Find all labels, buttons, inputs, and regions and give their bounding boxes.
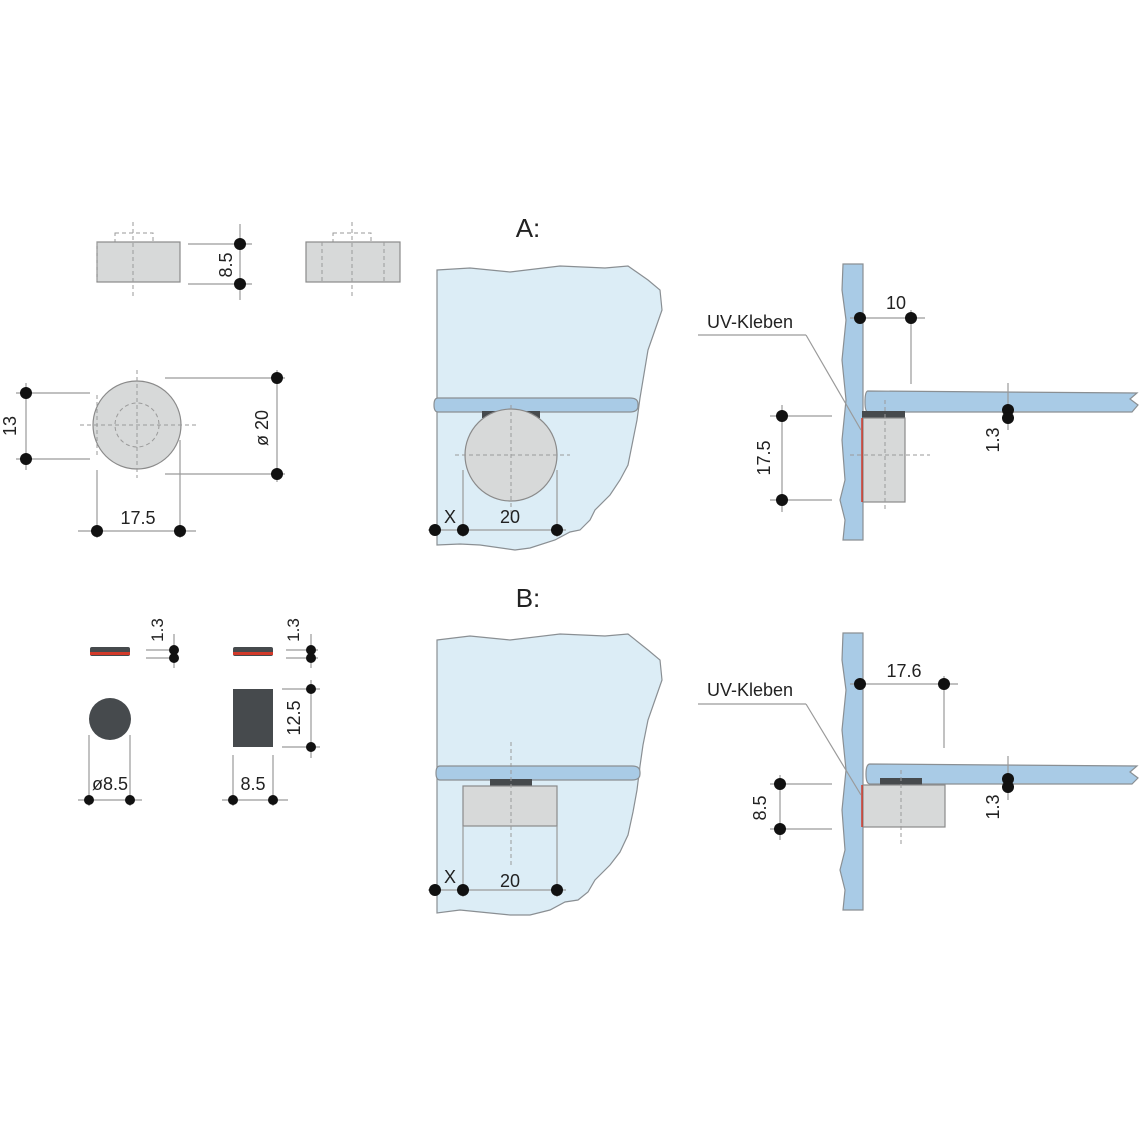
dimension-dot-icon	[776, 494, 788, 506]
glass-shelf	[433, 397, 639, 413]
adhesive-pad-rect: 1.3 12.5 8.5	[222, 618, 320, 806]
adhesive-pad	[880, 778, 922, 785]
section-b-front-view: X 20	[428, 633, 663, 916]
dim-label-b-17-6: 17.6	[886, 661, 921, 681]
dimension-dot-icon	[429, 884, 441, 896]
dim-label-b-x: X	[444, 867, 456, 887]
dim-label-top-height: 8.5	[216, 252, 236, 277]
dimension-dot-icon	[551, 884, 563, 896]
section-a-front-view: X 20	[428, 265, 663, 551]
dimension-dot-icon	[20, 387, 32, 399]
dimension-circle-17-5: 17.5	[78, 440, 196, 538]
section-a-heading: A:	[516, 213, 541, 243]
pad-rect-face	[233, 689, 273, 747]
dimension-dot-icon	[84, 795, 94, 805]
dimension-dot-icon	[551, 524, 563, 536]
dimension-dot-icon	[169, 645, 179, 655]
clip-body	[96, 241, 181, 283]
dimension-dot-icon	[306, 742, 316, 752]
dimension-dot-icon	[234, 238, 246, 250]
clip-body	[462, 785, 558, 827]
dim-label-a-1-3: 1.3	[983, 427, 1003, 452]
dimension-dot-icon	[306, 645, 316, 655]
section-b-side-view: UV-Kleben 17.6 8.5 1.3	[698, 632, 1139, 911]
clip-front-view	[80, 370, 196, 478]
uv-leader-line	[805, 703, 862, 796]
dimension-circle-13: 13	[0, 383, 90, 470]
dim-label-b-8-5: 8.5	[750, 795, 770, 820]
uv-kleben-label-b: UV-Kleben	[707, 680, 793, 700]
dim-label-b-20: 20	[500, 871, 520, 891]
dim-label-pad-12-5: 12.5	[284, 700, 304, 735]
glass-shelf	[435, 765, 641, 781]
dimension-dot-icon	[125, 795, 135, 805]
dimension-dot-icon	[306, 684, 316, 694]
dimension-dot-icon	[234, 278, 246, 290]
adhesive-pad-round: 1.3 ø8.5	[78, 618, 179, 806]
pad-round-face	[89, 698, 131, 740]
dim-label-a-17-5: 17.5	[754, 440, 774, 475]
glass-shelf	[865, 763, 1139, 785]
dimension-dot-icon	[268, 795, 278, 805]
dimension-dot-icon	[91, 525, 103, 537]
dimension-dot-icon	[457, 884, 469, 896]
dimension-dot-icon	[938, 678, 950, 690]
dimension-circle-diameter: ø 20	[165, 370, 285, 482]
dimension-dot-icon	[774, 778, 786, 790]
section-a-side-view: UV-Kleben 10 17.5 1.3	[698, 263, 1139, 541]
dimension-dot-icon	[169, 653, 179, 663]
dimension-dot-icon	[20, 453, 32, 465]
dimension-dot-icon	[1002, 412, 1014, 424]
dim-label-a-10: 10	[886, 293, 906, 313]
dimension-dot-icon	[457, 524, 469, 536]
dim-label-pad-right-1-3: 1.3	[284, 618, 303, 642]
uv-leader-line	[805, 334, 862, 431]
dimension-dot-icon	[306, 653, 316, 663]
clip-body	[862, 417, 906, 503]
section-b-heading: B:	[516, 583, 541, 613]
dimension-dot-icon	[174, 525, 186, 537]
dimension-dot-icon	[271, 468, 283, 480]
dimension-dot-icon	[774, 823, 786, 835]
dim-label-b-1-3: 1.3	[983, 794, 1003, 819]
dimension-dot-icon	[854, 312, 866, 324]
dim-label-a-x: X	[444, 507, 456, 527]
glass-wall	[839, 263, 864, 541]
clip-body	[862, 784, 946, 828]
clip-body	[305, 241, 401, 283]
dim-label-a-20: 20	[500, 507, 520, 527]
dim-label-pad-left-1-3: 1.3	[148, 618, 167, 642]
dimension-dot-icon	[854, 678, 866, 690]
glass-shelf	[864, 390, 1139, 413]
dim-label-circle-17-5: 17.5	[120, 508, 155, 528]
adhesive-pad	[862, 411, 905, 418]
glass-wall	[839, 632, 864, 911]
dimension-dot-icon	[905, 312, 917, 324]
adhesive-pad	[490, 779, 532, 786]
dimension-dot-icon	[429, 524, 441, 536]
dimension-top-height: 8.5	[188, 224, 252, 300]
dim-label-circle-13: 13	[0, 416, 20, 436]
clip-side-view-right	[305, 222, 401, 296]
dimension-dot-icon	[776, 410, 788, 422]
dimension-dot-icon	[1002, 781, 1014, 793]
dim-label-pad-8-5: 8.5	[240, 774, 265, 794]
dim-label-pad-diameter: ø8.5	[92, 774, 128, 794]
uv-kleben-label-a: UV-Kleben	[707, 312, 793, 332]
dimension-dot-icon	[271, 372, 283, 384]
dim-label-circle-diameter: ø 20	[252, 410, 272, 446]
dimension-dot-icon	[228, 795, 238, 805]
clip-side-view-left	[96, 222, 181, 296]
